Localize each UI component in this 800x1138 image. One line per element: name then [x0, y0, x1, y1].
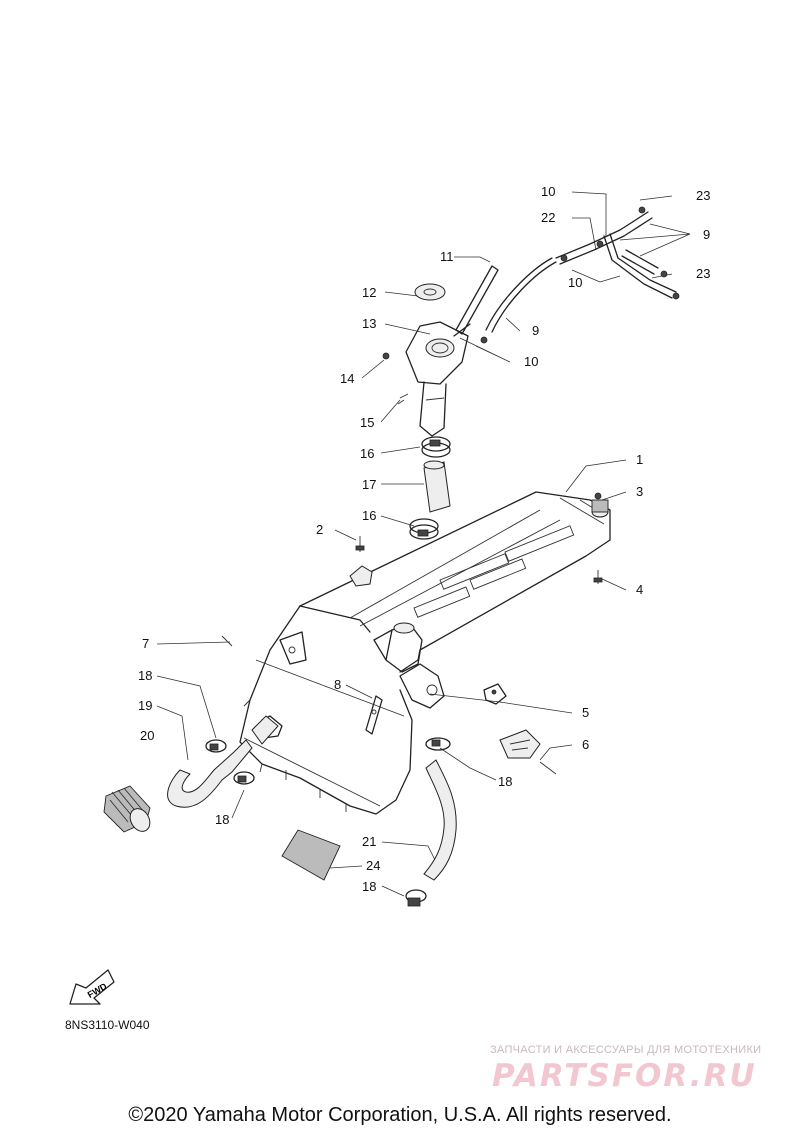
callout-3: 3 — [636, 484, 643, 499]
callout-18-top-left: 18 — [138, 668, 152, 683]
callout-20: 20 — [140, 728, 154, 743]
clamp-18-right — [425, 737, 451, 751]
bellows-20 — [103, 785, 151, 833]
callout-1: 1 — [636, 452, 643, 467]
plate-6 — [499, 729, 557, 775]
fwd-arrow: FWD — [69, 969, 115, 1005]
intake-neck-13 — [405, 321, 471, 437]
callout-9-left: 9 — [532, 323, 539, 338]
air-box-cover — [299, 491, 611, 673]
watermark-tagline: ЗАПЧАСТИ И АКСЕССУАРЫ ДЛЯ МОТОТЕХНИКИ — [490, 1044, 762, 1056]
pad-24 — [281, 829, 341, 881]
line-7 — [221, 635, 233, 647]
callout-14: 14 — [340, 371, 354, 386]
cap-12 — [414, 283, 446, 301]
callout-7: 7 — [142, 636, 149, 651]
clamp-16-upper — [421, 436, 451, 458]
callout-6: 6 — [582, 737, 589, 752]
copyright-notice: ©2020 Yamaha Motor Corporation, U.S.A. A… — [128, 1104, 672, 1126]
callout-17: 17 — [362, 477, 376, 492]
hose-joint-left — [251, 715, 279, 745]
callout-9-right: 9 — [703, 227, 710, 242]
callout-8: 8 — [334, 677, 341, 692]
callout-10-low: 10 — [524, 354, 538, 369]
diagram-code: 8NS3110-W040 — [65, 1018, 150, 1032]
hose-19 — [167, 739, 253, 808]
clamp-18-left — [205, 739, 255, 785]
hose-21 — [423, 759, 457, 881]
callout-16-lower: 16 — [362, 508, 376, 523]
callout-10-top: 10 — [541, 184, 555, 199]
callout-18-right: 18 — [498, 774, 512, 789]
clamp-18-bottom — [405, 889, 427, 907]
callout-15: 15 — [360, 415, 374, 430]
air-box-body — [239, 605, 445, 815]
callout-18-bottom-left: 18 — [215, 812, 229, 827]
callout-2: 2 — [316, 522, 323, 537]
callout-22: 22 — [541, 210, 555, 225]
callout-5: 5 — [582, 705, 589, 720]
watermark-logo: PARTSFOR.RU — [492, 1058, 757, 1094]
duct-17 — [423, 460, 451, 513]
leader-lines — [156, 191, 691, 897]
callout-23-bottom: 23 — [696, 266, 710, 281]
callout-16-upper: 16 — [360, 446, 374, 461]
callout-labels: 10 23 22 9 23 10 11 12 13 9 10 14 15 16 … — [138, 184, 710, 894]
callout-12: 12 — [362, 285, 376, 300]
fasteners — [349, 352, 609, 587]
callout-13: 13 — [362, 316, 376, 331]
callout-18-bottom: 18 — [362, 879, 376, 894]
bracket-8 — [365, 695, 383, 735]
callout-4: 4 — [636, 582, 643, 597]
callout-19: 19 — [138, 698, 152, 713]
callout-21: 21 — [362, 834, 376, 849]
hose-11 — [455, 265, 499, 335]
callout-23-top: 23 — [696, 188, 710, 203]
breather-hoses — [480, 206, 680, 344]
callout-24: 24 — [366, 858, 380, 873]
bracket-5 — [483, 683, 507, 705]
clamp-16-lower — [409, 518, 439, 540]
callout-11: 11 — [440, 249, 454, 264]
callout-10-mid: 10 — [568, 275, 582, 290]
